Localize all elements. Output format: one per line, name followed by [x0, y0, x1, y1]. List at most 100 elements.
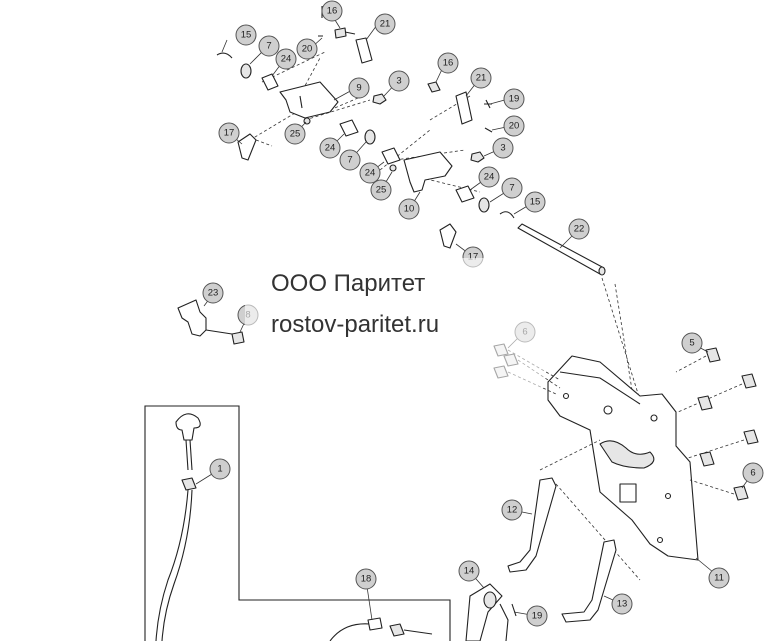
svg-text:11: 11	[714, 573, 724, 584]
bracket-21-upper	[355, 37, 373, 64]
callout-22: 22	[568, 218, 590, 240]
pivot-assembly-14	[465, 583, 517, 641]
svg-text:12: 12	[507, 505, 518, 516]
callout-7-upper: 7	[258, 35, 280, 57]
svg-text:24: 24	[484, 172, 495, 183]
upper-shaft-assembly	[216, 6, 387, 161]
bushing-24-mid	[339, 119, 359, 137]
link-17-lower	[439, 223, 457, 249]
dipstick-handle	[175, 413, 201, 441]
callout-24-lower-left: 24	[359, 162, 381, 184]
svg-text:20: 20	[509, 121, 520, 132]
callout-13: 13	[611, 593, 633, 615]
svg-text:17: 17	[224, 128, 235, 139]
svg-text:10: 10	[404, 204, 415, 215]
svg-text:15: 15	[530, 197, 541, 208]
bolt-16-lower	[427, 81, 441, 93]
svg-text:25: 25	[290, 129, 301, 140]
svg-text:20: 20	[302, 44, 313, 55]
callout-3-upper: 3	[388, 70, 410, 92]
pin-20-lower	[484, 127, 493, 133]
callout-20-upper: 20	[296, 38, 318, 60]
svg-text:24: 24	[281, 54, 292, 65]
callout-18: 18	[355, 568, 377, 590]
svg-text:3: 3	[396, 76, 401, 87]
svg-text:21: 21	[476, 73, 487, 84]
cable-wire	[155, 489, 189, 641]
lever-13	[561, 539, 617, 623]
callout-25-upper: 25	[284, 123, 306, 145]
callout-16-lower: 16	[437, 52, 459, 74]
clip-15-lower	[499, 211, 515, 219]
callout-20-lower: 20	[503, 115, 525, 137]
callout-7-mid: 7	[339, 149, 361, 171]
callout-12: 12	[501, 499, 523, 521]
callout-14: 14	[458, 560, 480, 582]
svg-text:22: 22	[574, 224, 585, 235]
rod-22	[517, 223, 641, 401]
callout-11: 11	[708, 567, 730, 589]
callout-24-mid: 24	[319, 137, 341, 159]
svg-text:7: 7	[266, 41, 271, 52]
svg-text:6: 6	[750, 468, 755, 479]
callout-3-lower: 3	[492, 137, 514, 159]
callout-6-right: 6	[742, 462, 764, 484]
callout-23: 23	[202, 282, 224, 304]
callout-25-lower: 25	[370, 179, 392, 201]
svg-text:9: 9	[356, 83, 361, 94]
inset-frame	[144, 405, 451, 641]
callout-15-lower: 15	[524, 191, 546, 213]
svg-text:24: 24	[365, 168, 376, 179]
callout-15-upper: 15	[235, 24, 257, 46]
callout-7-lower: 7	[501, 177, 523, 199]
nut-1	[181, 477, 197, 491]
svg-text:23: 23	[208, 288, 219, 299]
washer-7-lower	[478, 197, 490, 213]
svg-text:21: 21	[380, 19, 391, 30]
svg-text:19: 19	[532, 611, 543, 622]
svg-text:16: 16	[327, 6, 338, 17]
svg-text:13: 13	[617, 599, 628, 610]
svg-text:7: 7	[347, 155, 352, 166]
bolts-right	[675, 347, 759, 501]
watermark-backdrop	[245, 258, 545, 388]
shift-arm-9	[279, 81, 339, 119]
svg-text:25: 25	[376, 185, 387, 196]
svg-text:19: 19	[509, 94, 520, 105]
nut-25-lower	[389, 164, 397, 172]
lower-shaft-assembly	[379, 81, 515, 249]
callout-21-upper: 21	[374, 13, 396, 35]
callout-17-upper: 17	[218, 122, 240, 144]
bracket-21-lower	[455, 91, 473, 125]
callout-24-lower-right: 24	[478, 166, 500, 188]
callout-24-upper: 24	[275, 48, 297, 70]
washer-7-mid	[364, 129, 376, 145]
nut-3-upper	[372, 93, 387, 105]
watermark-company: ООО Паритет	[271, 270, 426, 297]
svg-text:24: 24	[325, 143, 336, 154]
svg-text:16: 16	[443, 58, 454, 69]
link-17-upper	[237, 133, 257, 161]
watermark-website[interactable]: rostov-paritet.ru	[271, 311, 440, 338]
callout-21-lower: 21	[470, 67, 492, 89]
shift-arm-10	[403, 151, 453, 193]
svg-text:15: 15	[241, 30, 252, 41]
callout-19-upper: 19	[503, 88, 525, 110]
bushing-24-upper	[261, 73, 279, 91]
cable-inset	[144, 405, 451, 641]
callout-9: 9	[348, 77, 370, 99]
washer-7-upper	[240, 63, 252, 79]
lever-12	[507, 439, 641, 581]
svg-text:1: 1	[217, 464, 222, 475]
callout-10: 10	[398, 198, 420, 220]
bushing-24-lower-left	[381, 147, 401, 165]
svg-text:3: 3	[500, 143, 505, 154]
svg-text:5: 5	[689, 338, 694, 349]
mounting-plate-11	[547, 355, 699, 561]
callout-5: 5	[681, 332, 703, 354]
bracket-23-group	[177, 299, 245, 345]
bushing-24-lower-right	[455, 185, 475, 203]
svg-text:7: 7	[509, 183, 514, 194]
callout-1: 1	[209, 458, 231, 480]
nut-3-lower	[470, 151, 485, 163]
